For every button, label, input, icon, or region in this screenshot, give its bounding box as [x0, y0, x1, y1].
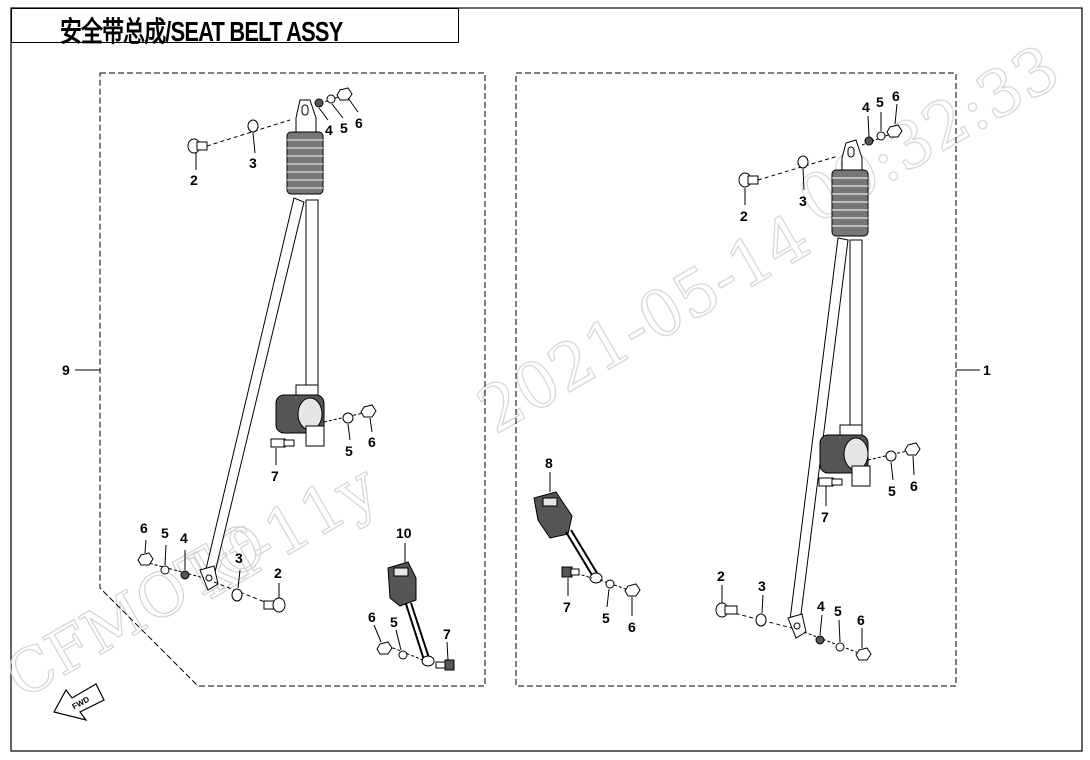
callout-bolt-small: 7: [271, 468, 279, 484]
callout-washer-b: 5: [345, 443, 353, 459]
bolt-icon: [270, 438, 295, 448]
outer-frame: [10, 7, 1083, 752]
washer-icon: [864, 136, 874, 146]
bolt-icon: [818, 477, 843, 487]
bolt-icon: [715, 602, 738, 618]
callout-bolt: 2: [274, 565, 282, 581]
nut-icon: [886, 124, 903, 138]
left-buckle: [376, 561, 455, 671]
left-seat-belt: [199, 99, 325, 591]
watermark: 2021-05-14 09:32:33 kf-11y CFMOTO: [0, 30, 1073, 713]
callout-buckle-left: 10: [396, 525, 412, 541]
washer-icon: [755, 613, 767, 627]
callout-nut: 6: [910, 478, 918, 494]
nut-icon: [904, 442, 921, 456]
washer-icon: [160, 565, 170, 575]
callout-washer-spring: 3: [758, 578, 766, 594]
callout-washer-b: 5: [876, 94, 884, 110]
washer-icon: [342, 412, 354, 424]
watermark-time: 09:32:33: [786, 31, 1072, 239]
callout-nut: 6: [355, 115, 363, 131]
washer-icon: [314, 98, 324, 108]
callout-washer-a: 4: [325, 122, 333, 138]
washer-icon: [815, 635, 825, 645]
washer-icon: [247, 119, 259, 133]
callout-nut: 6: [368, 434, 376, 450]
callout-right-assembly: 1: [983, 362, 991, 378]
nut-icon: [360, 404, 377, 418]
callout-washer-a: 4: [862, 99, 870, 115]
left-bellows: [286, 131, 324, 195]
right-belt-webbing-diagonal: [789, 237, 849, 623]
bolt-icon: [738, 172, 759, 188]
watermark-date: 2021-05-14: [466, 200, 823, 449]
callout-buckle-right: 8: [545, 455, 553, 471]
right-bellows: [831, 169, 869, 237]
callout-left-assembly: 9: [62, 362, 70, 378]
callout-washer-b: 5: [602, 610, 610, 626]
left-belt-webbing-vertical: [305, 199, 319, 393]
right-seat-belt: [787, 139, 871, 639]
nut-icon: [376, 641, 393, 655]
callout-bolt: 2: [740, 208, 748, 224]
callout-washer-spring: 3: [249, 155, 257, 171]
callout-bolt: 2: [190, 172, 198, 188]
callout-bolt-small: 7: [821, 509, 829, 525]
washer-icon: [835, 642, 845, 652]
right-hardware: [715, 124, 921, 661]
nut-icon: [137, 552, 154, 566]
callout-nut: 6: [628, 619, 636, 635]
callout-nut: 6: [140, 520, 148, 536]
callout-washer-b: 5: [888, 483, 896, 499]
washer-icon: [326, 94, 336, 104]
nut-icon: [336, 87, 353, 101]
nut-icon: [855, 647, 872, 661]
callout-nut: 6: [368, 609, 376, 625]
right-group-boundary: [515, 72, 957, 687]
left-group-boundary: [99, 72, 486, 687]
right-belt-webbing-vertical: [849, 239, 863, 431]
callout-washer-a: 4: [180, 530, 188, 546]
callout-nut: 6: [857, 612, 865, 628]
callout-washer-spring: 3: [235, 550, 243, 566]
washer-icon: [398, 650, 408, 660]
bolt-icon: [263, 597, 286, 613]
callout-washer-b: 5: [340, 120, 348, 136]
callout-washer-b: 5: [161, 525, 169, 541]
left-hardware: [137, 87, 377, 613]
callout-nut: 6: [892, 88, 900, 104]
washer-icon: [797, 155, 809, 169]
washer-icon: [605, 579, 615, 589]
bolt-icon: [435, 659, 455, 671]
washer-icon: [876, 131, 886, 141]
callout-washer-spring: 3: [799, 193, 807, 209]
washer-icon: [885, 450, 897, 462]
right-buckle: [533, 491, 641, 597]
fwd-arrow-icon: FWD: [53, 683, 105, 721]
callout-washer-b: 5: [834, 603, 842, 619]
callout-washer-b: 5: [390, 614, 398, 630]
washer-icon: [231, 588, 243, 602]
bolt-icon: [561, 566, 580, 578]
watermark-brand: CFMOTO: [0, 509, 278, 713]
callout-washer-a: 4: [817, 598, 825, 614]
bolt-icon: [187, 138, 208, 154]
nut-icon: [624, 583, 641, 597]
callout-bolt-small: 7: [563, 599, 571, 615]
washer-icon: [180, 570, 190, 580]
left-retractor: [275, 384, 325, 447]
page-title: 安全带总成/SEAT BELT ASSY: [60, 16, 343, 47]
title-box: 安全带总成/SEAT BELT ASSY: [11, 8, 459, 47]
callout-bolt-small: 7: [443, 626, 451, 642]
right-retractor: [819, 424, 871, 487]
callout-bolt: 2: [717, 568, 725, 584]
